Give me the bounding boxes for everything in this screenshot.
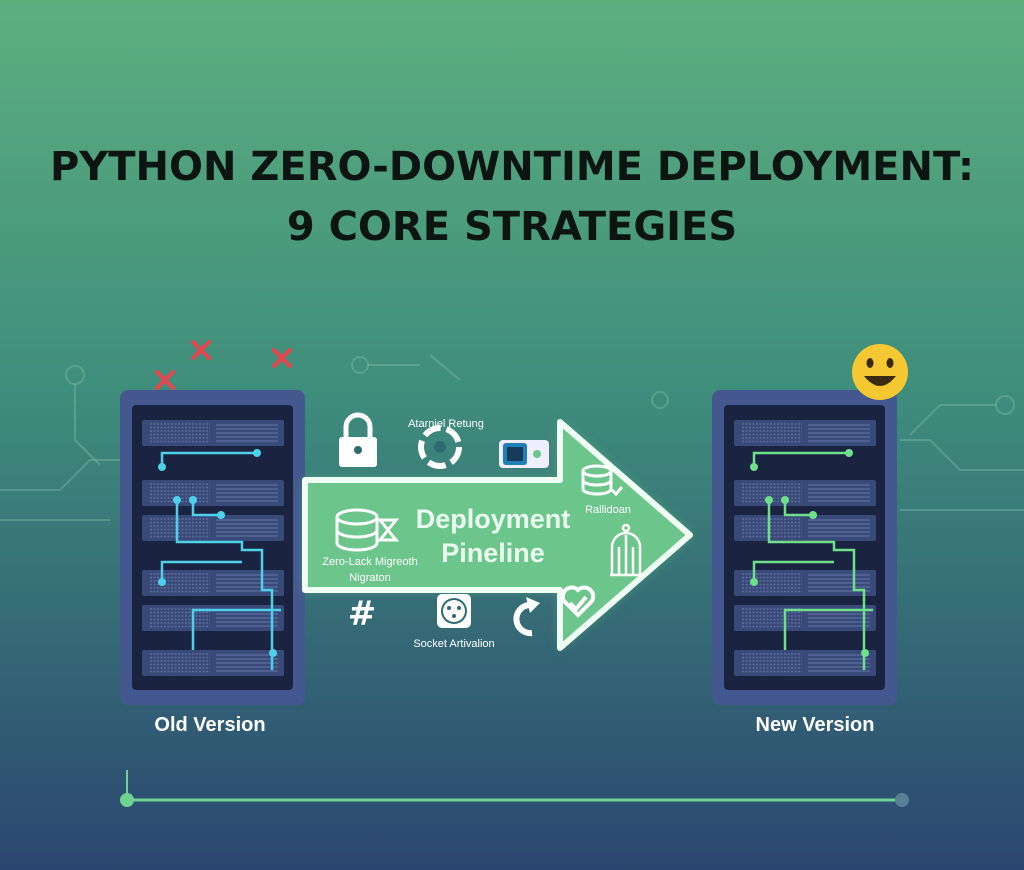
timeline [120,770,909,807]
trace-node [217,511,225,519]
pipeline-title-line1: Deployment [416,504,571,534]
label-right: Rallidoan [585,504,631,516]
trace-node [809,511,817,519]
red-x-icon [272,348,292,368]
server-unit [734,650,876,676]
circuit-trace [191,500,221,517]
socket-icon [437,594,471,628]
trace-node [253,449,261,457]
trace-node [173,496,181,504]
server-unit [142,570,284,596]
label-bottom: Socket Artivalion [413,638,494,650]
red-x-icon [191,340,211,360]
trace-node [750,578,758,586]
trace-node [158,463,166,471]
old-version-server [120,390,305,705]
trace-node [765,496,773,504]
toggle-icon [499,440,549,468]
server-unit [734,605,876,631]
server-unit [142,650,284,676]
database-hourglass-icon [335,508,400,552]
trace-node [189,496,197,504]
circuit-trace [191,608,281,650]
trace-node [269,649,277,657]
trace-node [781,496,789,504]
title-line1: PYTHON ZERO-DOWNTIME DEPLOYMENT: [50,144,974,190]
circuit-trace [752,451,849,467]
circuit-trace [160,560,242,582]
new-version-label: New Version [756,714,875,736]
circuit-decoration [0,354,1024,521]
circuit-trace [783,608,873,650]
birdcage-icon [610,523,642,577]
circuit-trace [752,560,834,582]
trace-node [158,578,166,586]
label-left-line1: Zero-Lack Migreoth [322,556,417,568]
label-top: Atarniel Retung [408,418,484,430]
trace-node [861,649,869,657]
circuit-trace [767,500,866,670]
trace-node [845,449,853,457]
new-version-server [712,390,897,705]
lock-icon [339,412,377,467]
label-left-line2: Nigraton [349,572,391,584]
circuit-trace [160,451,257,467]
red-x-icons [155,340,292,390]
redo-arrow-icon [513,597,540,637]
red-x-icon [155,370,175,390]
timeline-end-dot [895,793,909,807]
old-version-label: Old Version [154,714,265,736]
smiley-icon [852,344,908,400]
trace-node [750,463,758,471]
server-unit [142,420,284,446]
server-unit [734,420,876,446]
hash-icon: # [348,594,377,634]
aperture-icon [418,425,462,469]
circuit-trace [175,500,274,670]
timeline-start-dot [120,793,134,807]
heart-check-icon [560,585,596,618]
server-unit [142,605,284,631]
server-unit [734,570,876,596]
circuit-trace [783,500,813,517]
database-check-icon [581,464,624,497]
pipeline-title-line2: Pineline [441,538,545,568]
title-line2: 9 CORE STRATEGIES [287,204,737,250]
